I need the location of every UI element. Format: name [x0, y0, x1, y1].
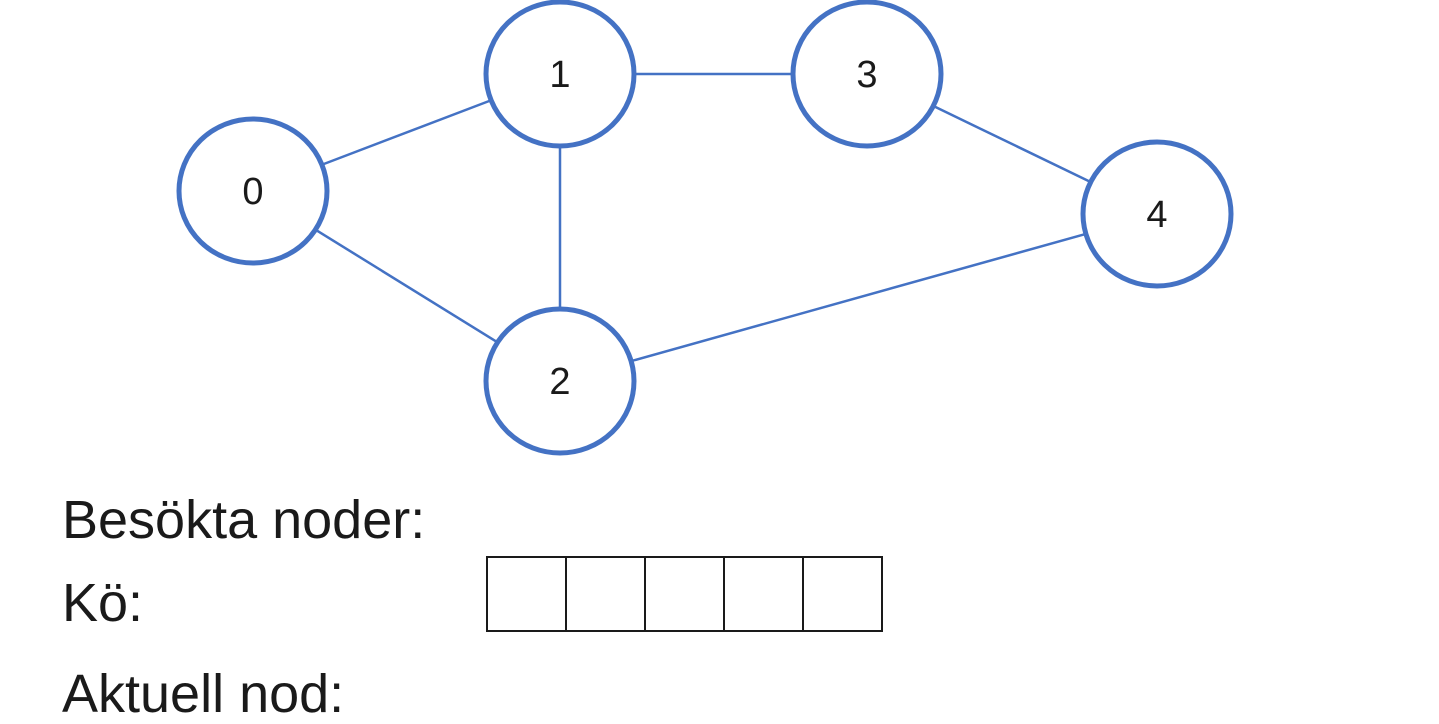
edge-3-4	[933, 105, 1091, 183]
queue-cell-2	[646, 558, 725, 630]
node-circle-1	[483, 0, 637, 149]
node-label-3: 3	[856, 54, 877, 96]
node-circle-2	[483, 306, 637, 456]
edge-0-2	[315, 229, 498, 343]
node-label-1: 1	[549, 54, 570, 96]
graph-nodes: 0 1 2 3 4	[176, 0, 1234, 456]
edge-2-4	[631, 232, 1086, 363]
queue-cell-3	[725, 558, 804, 630]
node-label-4: 4	[1146, 194, 1167, 236]
node-3: 3	[790, 0, 944, 149]
queue-cell-1	[567, 558, 646, 630]
current-node-label: Aktuell nod:	[62, 664, 345, 724]
node-1: 1	[483, 0, 637, 149]
edge-0-1	[322, 99, 491, 166]
node-circle-4	[1080, 139, 1234, 289]
queue-label: Kö:	[62, 573, 144, 633]
node-label-2: 2	[549, 361, 570, 403]
node-2: 2	[483, 306, 637, 456]
graph-edges	[315, 72, 1091, 363]
visited-nodes-label: Besökta noder:	[62, 490, 426, 550]
node-0: 0	[176, 116, 330, 266]
node-label-0: 0	[242, 171, 263, 213]
queue-cells	[486, 556, 883, 632]
queue-cell-0	[488, 558, 567, 630]
queue-cell-4	[804, 558, 881, 630]
node-circle-3	[790, 0, 944, 149]
node-circle-0	[176, 116, 330, 266]
node-4: 4	[1080, 139, 1234, 289]
